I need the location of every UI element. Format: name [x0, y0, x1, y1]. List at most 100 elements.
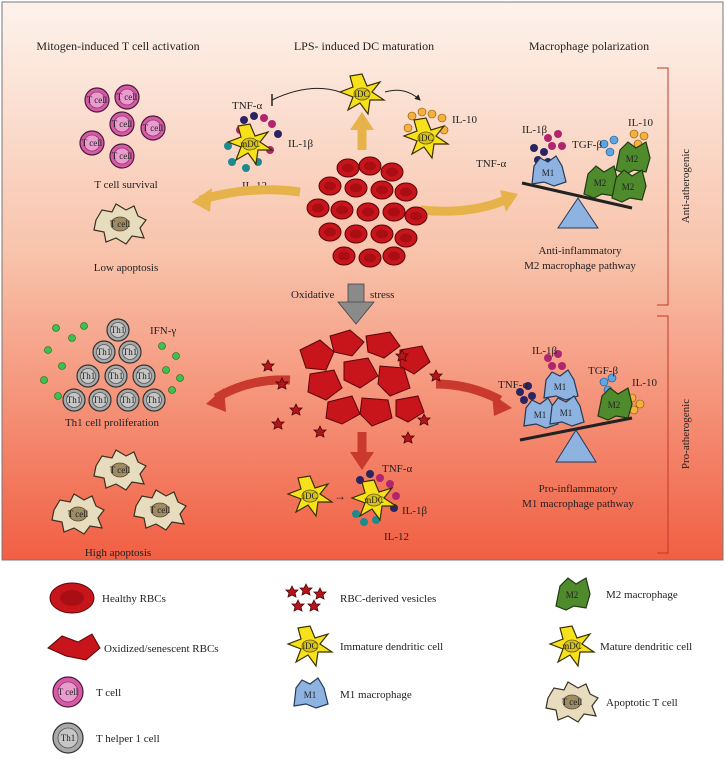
il-12-label-bottom: IL-12: [384, 531, 409, 543]
svg-text:M2: M2: [626, 154, 639, 164]
balance-beam-bottom: [519, 416, 633, 442]
high-apoptosis-label: High apoptosis: [85, 547, 151, 559]
svg-text:Oxidized/senescent RBCs: Oxidized/senescent RBCs: [104, 643, 219, 655]
legend-oxidized-rbc: Oxidized/senescent RBCs: [47, 633, 219, 661]
svg-text:T cell: T cell: [68, 509, 89, 519]
immature-dc-bottom: iDC: [287, 475, 333, 517]
oxidative-stress-arrow: [337, 283, 375, 325]
m2-macrophages-top: M2 M2 M2: [583, 141, 651, 203]
svg-text:Th1: Th1: [81, 371, 96, 381]
svg-text:Th1: Th1: [93, 395, 108, 405]
bracket-pro: [657, 315, 669, 554]
heading-dc-maturation: LPS- induced DC maturation: [294, 39, 434, 53]
svg-text:T cell: T cell: [96, 687, 121, 699]
svg-text:Th1: Th1: [67, 395, 82, 405]
svg-text:Mature dendritic cell: Mature dendritic cell: [600, 641, 692, 653]
heading-macrophage-polarization: Macrophage polarization: [529, 39, 649, 53]
legend-m1-macrophage: M1 M1 macrophage: [293, 677, 412, 709]
svg-text:M2: M2: [608, 400, 621, 410]
svg-text:M2: M2: [622, 182, 635, 192]
il-1beta-label-bottom: IL-1β: [402, 505, 428, 517]
balance-fulcrum-bottom: [555, 429, 597, 463]
t-cell-survival-label: T cell survival: [94, 179, 157, 191]
svg-text:Apoptotic T cell: Apoptotic T cell: [606, 697, 678, 709]
tnf-alpha-label-br: TNF-α: [498, 379, 528, 391]
svg-text:Th1: Th1: [97, 347, 112, 357]
svg-text:iDC: iDC: [354, 89, 369, 99]
maturation-arrow-bottom: →: [334, 489, 346, 503]
oxidative-label: Oxidative: [291, 289, 334, 301]
svg-text:T cell: T cell: [143, 123, 164, 133]
svg-text:T cell: T cell: [82, 138, 103, 148]
svg-text:RBC-derived vesicles: RBC-derived vesicles: [340, 593, 436, 605]
svg-text:T cell: T cell: [112, 119, 133, 129]
balance-fulcrum-top: [557, 197, 599, 229]
maturation-arrow: [384, 89, 421, 101]
pro-atherogenic-label: Pro-atherogenic: [680, 399, 692, 469]
legend-m2-macrophage: M2 M2 macrophage: [555, 577, 678, 611]
legend-t-cell: T cell T cell: [52, 676, 121, 708]
svg-text:Th1: Th1: [137, 371, 152, 381]
cytokines-bottom-right: [516, 350, 645, 415]
low-apoptosis-label: Low apoptosis: [94, 262, 158, 274]
svg-text:M1 macrophage: M1 macrophage: [340, 689, 412, 701]
svg-text:M1: M1: [554, 382, 567, 392]
svg-text:M1: M1: [560, 408, 573, 418]
svg-text:mDC: mDC: [562, 641, 582, 651]
svg-text:M2: M2: [594, 178, 607, 188]
red-arrows: [206, 375, 512, 470]
pro-inflammatory-label: Pro-inflammatory: [539, 483, 618, 495]
tgf-beta-label-br: TGF-β: [588, 365, 618, 377]
il-1beta-label-tr: IL-1β: [522, 124, 548, 136]
stress-label: stress: [370, 289, 394, 301]
ifn-gamma-dots: [40, 322, 184, 400]
legend-apoptotic-t-cell: T cell Apoptotic T cell: [545, 681, 678, 723]
mature-dc-top: mDC: [227, 123, 273, 165]
legend: Healthy RBCs Oxidized/senescent RBCs T c…: [47, 577, 692, 754]
th1-cluster: Th1 Th1 Th1 Th1 Th1 Th1 Th1 Th1 Th1 Th1: [62, 318, 166, 412]
il-1beta-label-br: IL-1β: [532, 345, 558, 357]
bracket-anti: [657, 67, 669, 306]
svg-text:iDC: iDC: [302, 641, 317, 651]
svg-text:Th1: Th1: [111, 325, 126, 335]
svg-text:T cell: T cell: [58, 687, 79, 697]
anti-atherogenic-label: Anti-atherogenic: [680, 149, 692, 224]
tgf-beta-label-tr: TGF-β: [572, 139, 602, 151]
m1-pathway-label: M1 macrophage pathway: [522, 498, 634, 510]
svg-text:Th1: Th1: [147, 395, 162, 405]
il-10-label-br: IL-10: [632, 377, 658, 389]
m2-macrophage-bottom: M2: [597, 387, 633, 421]
t-cell-cluster: T cell T cell T cell T cell T cell T cel…: [79, 84, 166, 169]
m1-macrophages-bottom: M1 M1 M1: [523, 369, 585, 429]
svg-text:M1: M1: [542, 168, 555, 178]
m1-macrophage-top: M1: [531, 155, 567, 187]
oxidized-rbc-cluster: [299, 329, 431, 427]
svg-text:T cell: T cell: [562, 697, 583, 707]
svg-text:M2 macrophage: M2 macrophage: [606, 589, 678, 601]
svg-text:Th1: Th1: [109, 371, 124, 381]
svg-text:iDC: iDC: [302, 491, 317, 501]
svg-text:T cell: T cell: [150, 505, 171, 515]
legend-th1-cell: Th1 T helper 1 cell: [52, 722, 160, 754]
legend-rbc-vesicles: RBC-derived vesicles: [285, 583, 436, 612]
tnf-alpha-label-bottom: TNF-α: [382, 463, 412, 475]
balance-beam-top: [521, 181, 633, 210]
cytokines-m2-top: [599, 129, 649, 157]
legend-healthy-rbc: Healthy RBCs: [49, 582, 166, 614]
svg-text:M1: M1: [304, 690, 317, 700]
svg-text:Healthy RBCs: Healthy RBCs: [102, 593, 166, 605]
m2-pathway-label: M2 macrophage pathway: [524, 260, 636, 272]
anti-inflammatory-label: Anti-inflammatory: [538, 245, 622, 257]
il-10-label-top: IL-10: [452, 114, 478, 126]
il-10-label-tr: IL-10: [628, 117, 654, 129]
svg-text:T cell: T cell: [87, 95, 108, 105]
th1-proliferation-label: Th1 cell proliferation: [65, 417, 160, 429]
immature-dc-top: iDC: [339, 73, 385, 115]
svg-text:M1: M1: [534, 410, 547, 420]
svg-text:iDC: iDC: [418, 133, 433, 143]
heading-t-cell-activation: Mitogen-induced T cell activation: [36, 39, 199, 53]
il-1beta-label-top: IL-1β: [288, 138, 314, 150]
svg-text:T cell: T cell: [112, 151, 133, 161]
